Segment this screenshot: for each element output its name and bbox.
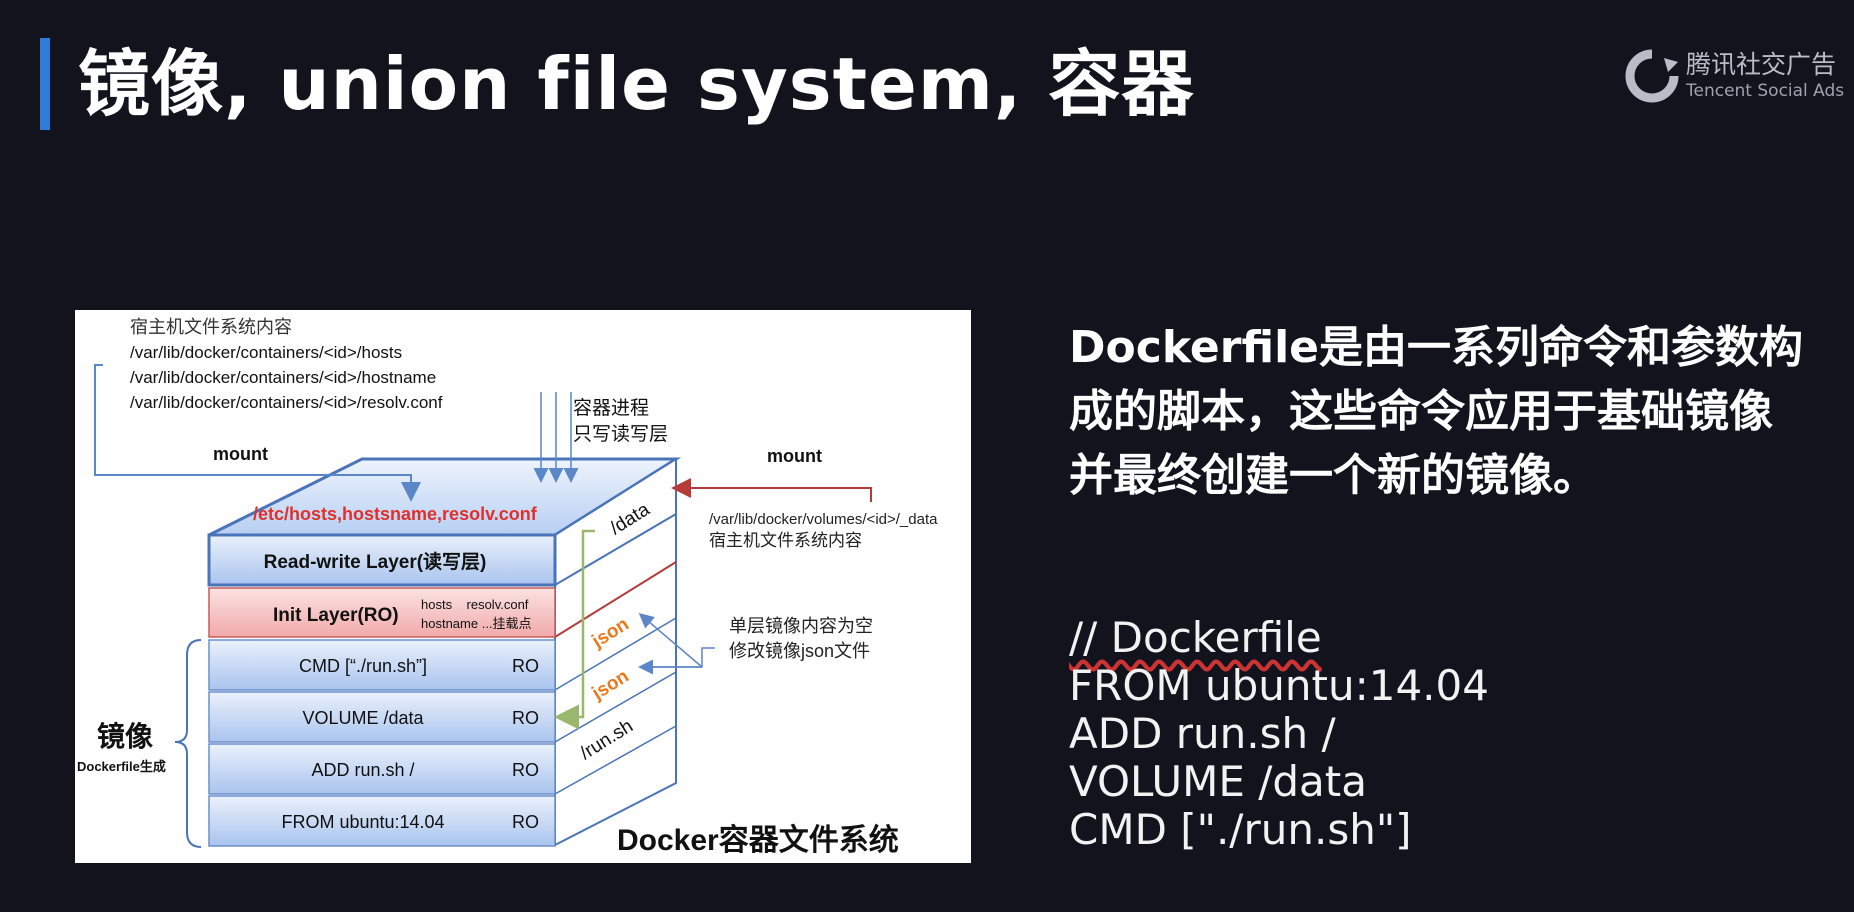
- layer-box-add: [208, 743, 556, 795]
- image-sub-label: Dockerfile生成: [77, 759, 166, 774]
- layer-box-from: [208, 795, 556, 847]
- mount-left-label: mount: [213, 444, 268, 464]
- code-line-volume: VOLUME /data: [1069, 757, 1367, 806]
- layer-label-2: ADD run.sh /: [311, 760, 414, 780]
- process-note-2: 只写读写层: [573, 423, 668, 445]
- init-layer-box: [208, 587, 556, 638]
- init-files-2: hostname ...挂载点: [421, 616, 532, 631]
- layer-box-volume: [208, 691, 556, 743]
- diagram-caption: Docker容器文件系统: [617, 823, 899, 857]
- host-note-title: 宿主机文件系统内容: [130, 317, 292, 337]
- volume-path: /var/lib/docker/volumes/<id>/_data: [709, 511, 938, 528]
- tencent-logo-icon: [1625, 49, 1679, 103]
- rw-layer-label: Read-write Layer(读写层): [264, 550, 487, 573]
- layer-label-3: FROM ubuntu:14.04: [281, 812, 444, 832]
- tencent-social-ads-logo: 腾讯社交广告 Tencent Social Ads: [1624, 48, 1844, 108]
- layer-ro-2: RO: [512, 760, 539, 780]
- layer-ro-1: RO: [512, 708, 539, 728]
- logo-text-cn: 腾讯社交广告: [1686, 50, 1837, 79]
- host-path-3: /var/lib/docker/containers/<id>/resolv.c…: [130, 393, 443, 412]
- rw-layer-box: [207, 533, 557, 587]
- json-note-1: 单层镜像内容为空: [729, 616, 873, 636]
- layer-ro-3: RO: [512, 812, 539, 832]
- host-path-2: /var/lib/docker/containers/<id>/hostname: [130, 368, 436, 387]
- json-note-2: 修改镜像json文件: [729, 641, 870, 661]
- volume-mount-arrow: [671, 478, 872, 502]
- slide-title: 镜像, union file system, 容器: [78, 42, 1195, 126]
- init-layer-label: Init Layer(RO): [273, 605, 399, 626]
- code-line-add: ADD run.sh /: [1069, 709, 1336, 758]
- docker-fs-diagram: 宿主机文件系统内容 /var/lib/docker/containers/<id…: [75, 310, 971, 863]
- layer-label-1: VOLUME /data: [302, 708, 424, 728]
- process-note-1: 容器进程: [573, 397, 649, 419]
- image-brace: [174, 639, 202, 848]
- mount-right-label: mount: [767, 446, 822, 466]
- code-line-cmd: CMD ["./run.sh"]: [1069, 805, 1412, 854]
- code-line-from: FROM ubuntu:14.04: [1069, 661, 1489, 710]
- volume-note: 宿主机文件系统内容: [709, 531, 862, 550]
- host-path-1: /var/lib/docker/containers/<id>/hosts: [130, 343, 402, 362]
- dockerfile-description: Dockerfile是由一系列命令和参数构成的脚本，这些命令应用于基础镜像并最终…: [1069, 322, 1803, 501]
- layer-box-cmd: [208, 639, 556, 691]
- init-files-1: hosts resolv.conf: [421, 597, 529, 612]
- host-mount-arrow: [94, 364, 421, 502]
- layer-label-0: CMD [“./run.sh”]: [299, 656, 427, 676]
- code-line-comment: // Dockerfile: [1069, 613, 1322, 662]
- logo-text-en: Tencent Social Ads: [1686, 81, 1845, 101]
- dockerfile-code-block: // Dockerfile FROM ubuntu:14.04 ADD run.…: [1069, 614, 1489, 854]
- title-accent-bar: [40, 38, 50, 130]
- layer-ro-0: RO: [512, 656, 539, 676]
- image-label: 镜像: [97, 720, 154, 752]
- data-volume-arrow: [554, 529, 595, 730]
- top-files-label: /etc/hosts,hostsname,resolv.conf: [253, 504, 538, 524]
